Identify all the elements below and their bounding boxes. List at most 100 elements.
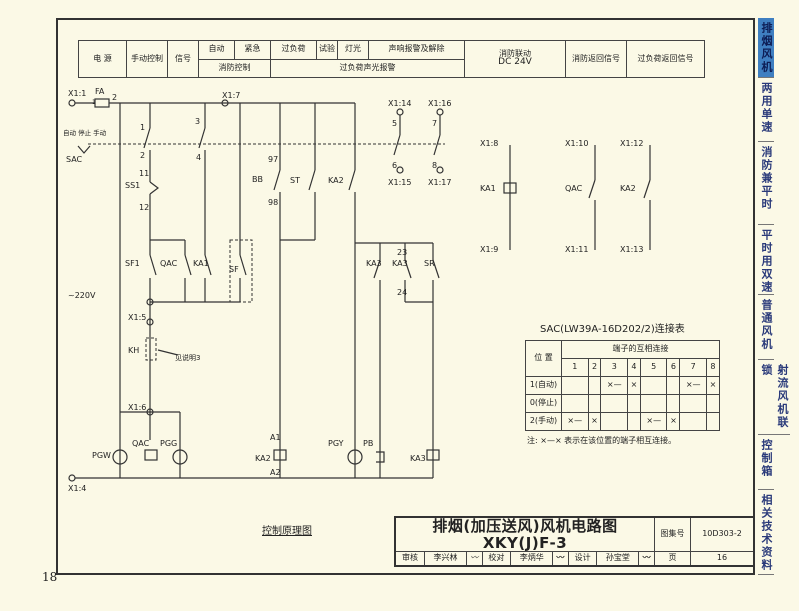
label-kh: KH <box>128 346 139 355</box>
label-ka1-coil: KA1 <box>480 184 496 193</box>
sac-col: 4 <box>626 358 641 377</box>
label-x1-4: X1:4 <box>68 484 86 493</box>
label-sf1: SF1 <box>125 259 140 268</box>
sac-position-header: 位 置 <box>525 340 562 377</box>
sac-row-label: 0(停止) <box>525 394 562 413</box>
label-x1-11: X1:11 <box>565 245 588 254</box>
pin-98: 98 <box>268 198 278 207</box>
fire-link-label: 消防联动 <box>499 48 531 58</box>
checker-signature: 〰 <box>552 551 569 567</box>
sac-cell <box>705 412 721 431</box>
sac-row-auto: 1(自动) ×—××—× <box>525 376 721 395</box>
label-sac: SAC <box>66 155 83 164</box>
pin-2: 2 <box>140 151 145 160</box>
label-x1-12: X1:12 <box>620 139 643 148</box>
label-ka3-nc: KA3 <box>366 259 382 268</box>
coil-ka1 <box>503 182 517 194</box>
terminal-x1-1 <box>68 99 76 107</box>
checker-name: 李炳华 <box>510 551 554 567</box>
hdr-manual: 手动控制 <box>126 40 168 78</box>
tab-normal-dual-speed[interactable]: 平时用双速 <box>758 225 774 295</box>
lamp-pgg <box>172 449 188 465</box>
reviewer-signature: 〰 <box>465 551 483 567</box>
page-label: 页 <box>654 551 691 567</box>
label-ka3-coil: KA3 <box>410 454 426 463</box>
buzzer-pb <box>376 451 385 463</box>
hdr-overload-return: 过负荷返回信号 <box>626 40 705 78</box>
drawing-title: 排烟(加压送风)风机电路图 XKY(J)F-3 <box>394 516 655 552</box>
tab-dual-use-single-speed[interactable]: 两用单速 <box>758 78 774 142</box>
label-voltage: ~220V <box>68 291 96 300</box>
lamp-pgy <box>347 449 363 465</box>
sac-row-label: 2(手动) <box>525 412 562 431</box>
design-label: 设计 <box>567 551 598 567</box>
page-number: 18 <box>42 570 58 584</box>
sac-cell: ×— <box>600 376 628 395</box>
label-pb: PB <box>363 439 373 448</box>
sac-cell <box>600 412 628 431</box>
label-x1-17: X1:17 <box>428 178 451 187</box>
label-x1-7: X1:7 <box>222 91 240 100</box>
label-qac-contact: QAC <box>160 259 178 268</box>
tab-smoke-exhaust-fan[interactable]: 排烟风机 <box>758 18 774 78</box>
tab-control-box[interactable]: 控制箱 <box>758 435 774 490</box>
coil-qac <box>144 449 158 461</box>
pin-6: 6 <box>392 161 397 170</box>
check-label: 校对 <box>481 551 512 567</box>
pin-4: 4 <box>196 153 201 162</box>
pin-a1: A1 <box>270 433 281 442</box>
coil-ka2 <box>273 449 287 461</box>
sac-col: 7 <box>679 358 707 377</box>
tab-fire-and-normal[interactable]: 消防兼平时 <box>758 142 774 225</box>
sac-cell <box>666 376 681 395</box>
sac-row-label: 1(自动) <box>525 376 562 395</box>
pin-8: 8 <box>432 161 437 170</box>
function-header-table: 电 源 手动控制 信号 自动 紧急 过负荷 试验 灯光 声响报警及解除 消防联动… <box>78 40 705 78</box>
sac-cell <box>626 412 641 431</box>
sac-cell: × <box>587 412 602 431</box>
label-st: ST <box>290 176 300 185</box>
label-pgg: PGG <box>160 439 177 448</box>
sac-cell <box>679 412 707 431</box>
tab-technical-data[interactable]: 相关技术资料 <box>758 490 774 575</box>
label-ka3-no: KA3 <box>392 259 408 268</box>
sac-col: 3 <box>600 358 628 377</box>
fuse-fa <box>94 98 110 108</box>
label-sac-positions: 自动 停止 手动 <box>63 128 107 137</box>
sac-cell: ×— <box>561 412 589 431</box>
atlas-number: 10D303-2 <box>690 516 755 552</box>
label-ka1-contact: KA1 <box>193 259 209 268</box>
label-sr: SR <box>424 259 435 268</box>
label-bb: BB <box>252 175 263 184</box>
tab-ordinary-fan[interactable]: 普通风机 <box>758 295 774 360</box>
label-x1-6: X1:6 <box>128 403 146 412</box>
title-block: 排烟(加压送风)风机电路图 XKY(J)F-3 图集号 10D303-2 审核 … <box>394 516 755 567</box>
label-x1-8: X1:8 <box>480 139 498 148</box>
label-fa: FA <box>95 87 105 96</box>
lamp-pgw <box>112 449 128 465</box>
sac-row-stop: 0(停止) <box>525 394 721 413</box>
label-x1-9: X1:9 <box>480 245 498 254</box>
terminal-x1-7 <box>221 99 229 107</box>
review-label: 审核 <box>394 551 426 567</box>
hdr-overload-alarm: 过负荷声光报警 <box>270 58 465 78</box>
section-tabs: 排烟风机 两用单速 消防兼平时 平时用双速 普通风机 射流风机联锁 控制箱 相关… <box>758 18 795 575</box>
label-pgw: PGW <box>92 451 111 460</box>
pin-a2: A2 <box>270 468 281 477</box>
pin-11: 11 <box>139 169 149 178</box>
tab-jet-fan-interlock[interactable]: 射流风机联锁 <box>758 360 790 435</box>
sac-col: 5 <box>639 358 668 377</box>
sac-cell <box>639 376 668 395</box>
sac-col: 1 <box>561 358 589 377</box>
label-x1-1: X1:1 <box>68 89 86 98</box>
pin-5: 5 <box>392 119 397 128</box>
sac-col: 6 <box>666 358 681 377</box>
label-see-note: 见说明3 <box>175 353 200 362</box>
label-sf: SF <box>229 265 239 274</box>
label-x1-5: X1:5 <box>128 313 146 322</box>
terminal-x1-4 <box>68 474 76 482</box>
pin-97: 97 <box>268 155 278 164</box>
pin-23: 23 <box>397 248 407 257</box>
